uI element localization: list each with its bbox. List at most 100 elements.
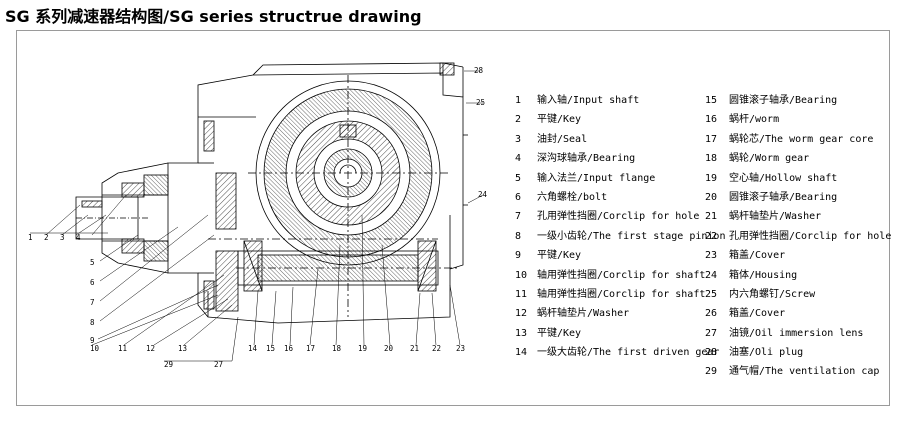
callout-1: 1 <box>28 233 33 242</box>
part-number: 14 <box>515 347 528 359</box>
part-label: 输入轴/Input shaft <box>537 95 640 106</box>
part-label: 一级大齿轮/The first driven gear <box>537 347 720 359</box>
part-number: 8 <box>515 230 522 242</box>
part-label: 平键/Key <box>537 327 582 339</box>
part-label: 蜗轮/Worm gear <box>729 153 810 165</box>
list-item: 14 一级大齿轮/The first driven gear <box>515 343 725 362</box>
part-label: 油封/Seal <box>537 133 588 145</box>
part-number: 4 <box>515 153 522 165</box>
callout-27: 27 <box>214 360 223 369</box>
part-number: 11 <box>515 288 528 300</box>
list-item: 28 油塞/Oli plug <box>705 343 891 362</box>
part-number: 12 <box>515 308 528 320</box>
part-number: 7 <box>515 211 522 223</box>
list-item: 8 一级小齿轮/The first stage pinion <box>515 227 725 246</box>
list-item: 25 内六角螺钉/Screw <box>705 285 891 304</box>
part-label: 空心轴/Hollow shaft <box>729 172 838 184</box>
part-number: 13 <box>515 327 528 339</box>
part-label: 蜗杆轴垫片/Washer <box>537 308 630 320</box>
part-number: 2 <box>515 114 522 126</box>
part-number: 22 <box>705 230 718 242</box>
part-number: 16 <box>705 114 718 126</box>
callout-7: 7 <box>90 298 95 307</box>
callout-6: 6 <box>90 278 95 287</box>
callout-4: 4 <box>76 233 81 242</box>
callout-29: 29 <box>164 360 173 369</box>
part-label: 油塞/Oli plug <box>729 347 804 359</box>
part-label: 箱盖/Cover <box>729 250 786 262</box>
callout-16: 16 <box>284 344 294 353</box>
part-label: 圆锥滚子轴承/Bearing <box>729 95 838 106</box>
housing-outline <box>167 72 464 324</box>
list-item: 15 圆锥滚子轴承/Bearing <box>705 91 891 110</box>
callout-24: 24 <box>478 190 488 199</box>
callout-14: 14 <box>248 344 258 353</box>
part-label: 深沟球轴承/Bearing <box>537 153 636 165</box>
list-item: 1 输入轴/Input shaft <box>515 91 725 110</box>
part-label: 一级小齿轮/The first stage pinion <box>537 230 726 242</box>
part-label: 内六角螺钉/Screw <box>729 288 816 300</box>
callout-12: 12 <box>146 344 155 353</box>
parts-list-left: 1 输入轴/Input shaft 2 平键/Key 3 油封/Seal 4 深沟球轴承… <box>515 91 725 362</box>
part-label: 通气帽/The ventilation cap <box>729 366 880 378</box>
part-label: 蜗杆/worm <box>729 114 780 126</box>
page-title: SG 系列减速器结构图/SG series structrue drawing <box>5 7 422 26</box>
part-label: 箱盖/Cover <box>729 308 786 320</box>
part-label: 箱体/Housing <box>729 269 798 281</box>
callout-17: 17 <box>306 344 315 353</box>
callout-2: 2 <box>44 233 49 242</box>
callout-11: 11 <box>118 344 127 353</box>
part-number: 26 <box>705 308 718 320</box>
part-number: 29 <box>705 366 718 378</box>
part-label: 平键/Key <box>537 250 582 262</box>
part-number: 23 <box>705 250 718 262</box>
callout-10: 10 <box>90 344 100 353</box>
oil-plug <box>439 62 455 76</box>
driven-gear <box>215 250 239 312</box>
callout-21: 21 <box>410 344 419 353</box>
callout-13: 13 <box>178 344 187 353</box>
list-item: 12 蜗杆轴垫片/Washer <box>515 304 725 323</box>
part-label: 六角螺栓/bolt <box>537 191 608 203</box>
pinion <box>215 172 237 230</box>
callout-9: 9 <box>90 336 95 345</box>
list-item: 3 油封/Seal <box>515 130 725 149</box>
drawing-frame <box>16 30 890 406</box>
list-item: 2 平键/Key <box>515 110 725 129</box>
callout-23: 23 <box>456 344 465 353</box>
part-label: 油镜/Oil immersion lens <box>729 327 864 339</box>
part-number: 1 <box>515 95 522 106</box>
list-item: 4 深沟球轴承/Bearing <box>515 149 725 168</box>
part-number: 17 <box>705 133 718 145</box>
callout-5: 5 <box>90 258 95 267</box>
part-number: 3 <box>515 133 522 145</box>
part-number: 28 <box>705 347 718 359</box>
part-number: 10 <box>515 269 528 281</box>
list-item: 6 六角螺栓/bolt <box>515 188 725 207</box>
callout-20: 20 <box>384 344 394 353</box>
list-item: 16 蜗杆/worm <box>705 110 891 129</box>
list-item: 23 箱盖/Cover <box>705 246 891 265</box>
callout-15: 15 <box>266 344 275 353</box>
part-number: 15 <box>705 95 718 106</box>
key <box>81 200 103 208</box>
part-number: 25 <box>705 288 718 300</box>
callout-25: 25 <box>476 98 485 107</box>
part-number: 20 <box>705 191 718 203</box>
list-item: 13 平键/Key <box>515 324 725 343</box>
part-label: 平键/Key <box>537 114 582 126</box>
callout-28: 28 <box>474 66 484 75</box>
part-number: 21 <box>705 211 718 223</box>
part-number: 6 <box>515 191 522 203</box>
